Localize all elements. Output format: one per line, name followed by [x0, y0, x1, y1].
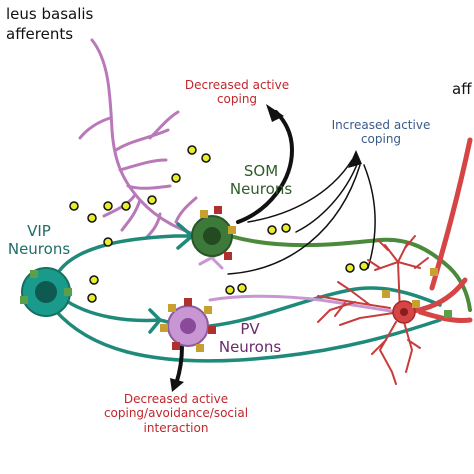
decreased-coping-label: Decreased active coping — [172, 78, 302, 107]
som-label: SOM Neurons — [226, 162, 296, 198]
vesicles — [69, 145, 369, 303]
vip-label-line-1: VIP — [27, 222, 51, 240]
increased-coping-line-1: Increased active — [331, 118, 431, 132]
nucleus-basalis-afferent — [78, 38, 206, 240]
behavior-arrows — [174, 110, 376, 386]
top-right-afferents-label: aff — [452, 80, 472, 98]
pyramidal-nucleus — [400, 308, 408, 316]
decreased-social-line-1: Decreased active — [123, 392, 229, 406]
vip-axons — [53, 222, 442, 363]
som-label-line-2: Neurons — [229, 180, 293, 198]
decreased-social-line-3: interaction — [143, 420, 209, 435]
som-neuron — [191, 206, 236, 260]
vip-neuron — [20, 267, 72, 317]
increased-coping-label: Increased active coping — [316, 118, 446, 147]
pyramidal-apical — [402, 137, 473, 323]
nucleus-basalis-label-2: afferents — [6, 25, 74, 43]
pv-neuron — [160, 298, 216, 352]
decreased-social-line-2: coping/avoidance/social — [103, 406, 249, 421]
pv-label: PV Neurons — [210, 320, 290, 356]
vip-label: VIP Neurons — [4, 222, 74, 258]
increased-coping-line-2: coping — [360, 132, 402, 147]
arrowheads — [170, 104, 362, 392]
pv-label-line-1: PV — [240, 320, 260, 338]
decreased-social-label: Decreased active coping/avoidance/social… — [88, 392, 264, 435]
pyramidal-receptors — [382, 268, 452, 318]
pyramidal-dendrites — [317, 235, 429, 385]
decreased-coping-line-1: Decreased active — [184, 78, 290, 92]
decreased-coping-line-2: coping — [216, 92, 258, 107]
pv-label-line-2: Neurons — [218, 338, 282, 356]
nucleus-basalis-label-1: leus basalis — [6, 5, 94, 23]
som-label-line-1: SOM — [243, 162, 279, 180]
vip-label-line-2: Neurons — [7, 240, 71, 258]
